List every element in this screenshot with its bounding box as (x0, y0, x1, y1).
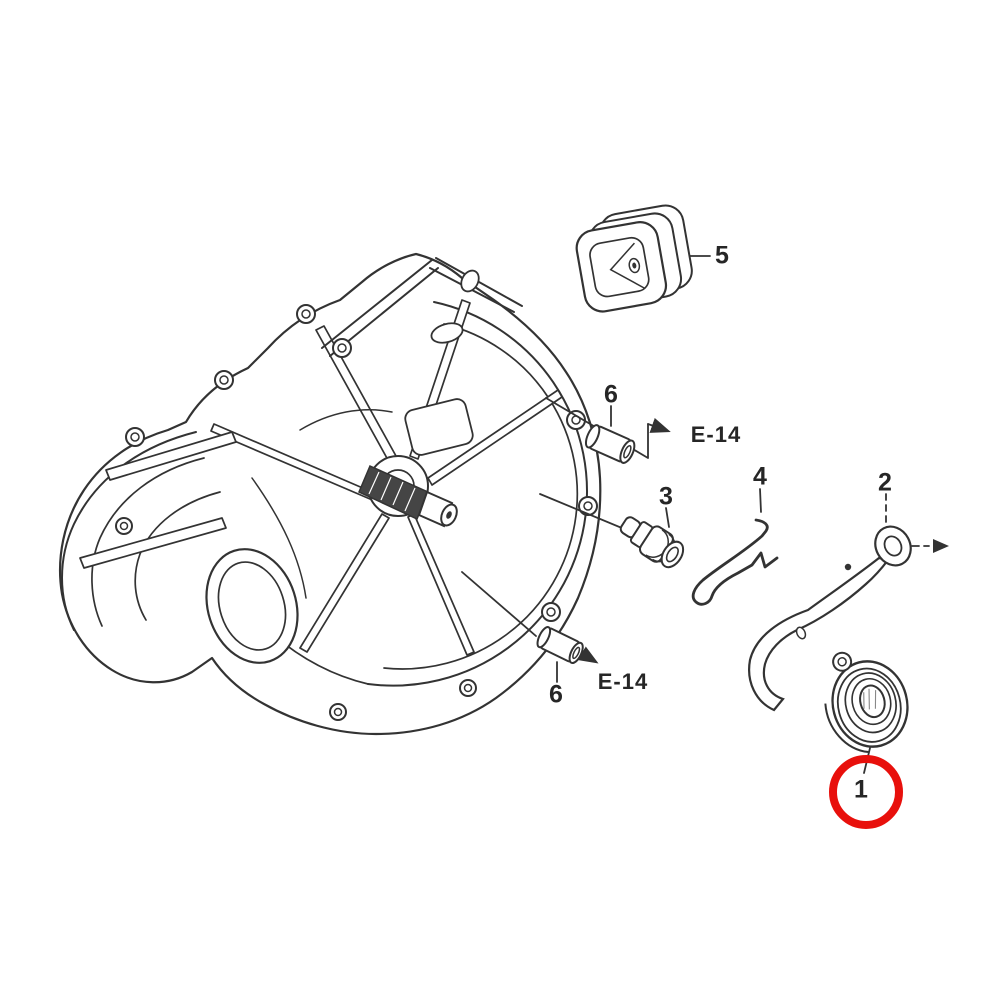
ref-label-e14-lower[interactable]: E-14 (597, 669, 649, 694)
differential-cone (61, 431, 237, 631)
switch-part3 (619, 516, 685, 569)
axle-opening-inner (217, 561, 287, 651)
interior-detail (251, 409, 393, 599)
assembly-arrow-head (933, 539, 949, 553)
part-callout-6-upper[interactable]: 6 (604, 380, 618, 409)
axis-line-pin-lower (461, 571, 537, 637)
bolt-bosses (115, 304, 598, 721)
highlight-circle (829, 755, 903, 829)
release-fork-part2 (748, 525, 912, 712)
spline-hatch (368, 471, 416, 512)
cap-part5 (575, 204, 693, 313)
transmission-housing (59, 252, 602, 736)
shift-window (404, 398, 474, 456)
bell-rim-outer (367, 301, 588, 687)
leader-part3 (665, 507, 670, 528)
leader-part4 (759, 488, 762, 513)
release-bearing-part1 (824, 651, 909, 754)
housing-silhouette (59, 252, 602, 736)
fork-dimple (844, 563, 852, 571)
ref-arrow-upper (647, 417, 671, 433)
part-callout-3[interactable]: 3 (659, 482, 673, 511)
part-callout-4[interactable]: 4 (753, 462, 767, 491)
part-callout-5[interactable]: 5 (715, 241, 729, 270)
part-callout-2[interactable]: 2 (878, 468, 892, 497)
fork-arm (748, 556, 890, 712)
fork-slot-hole (795, 626, 807, 640)
dowel-pin-upper (584, 424, 636, 464)
bearing-bore (859, 684, 886, 719)
fork-pivot-bore (883, 535, 903, 557)
ref-label-e14-upper[interactable]: E-14 (690, 422, 742, 447)
dowel-pin-lower (536, 626, 584, 665)
top-bracket (321, 257, 523, 357)
bearing-bore-hatch (863, 688, 877, 710)
bearing-sleeve (824, 703, 869, 754)
fork-spring-part4 (691, 518, 779, 606)
part-callout-1[interactable]: 1 (854, 775, 868, 804)
bell-rim-inner (383, 323, 579, 670)
part-callout-6-lower[interactable]: 6 (549, 680, 563, 709)
input-shaft (358, 465, 458, 528)
axle-opening-outer (205, 548, 299, 664)
bearing-tab (832, 651, 853, 672)
shaft-end-notch (446, 511, 452, 519)
